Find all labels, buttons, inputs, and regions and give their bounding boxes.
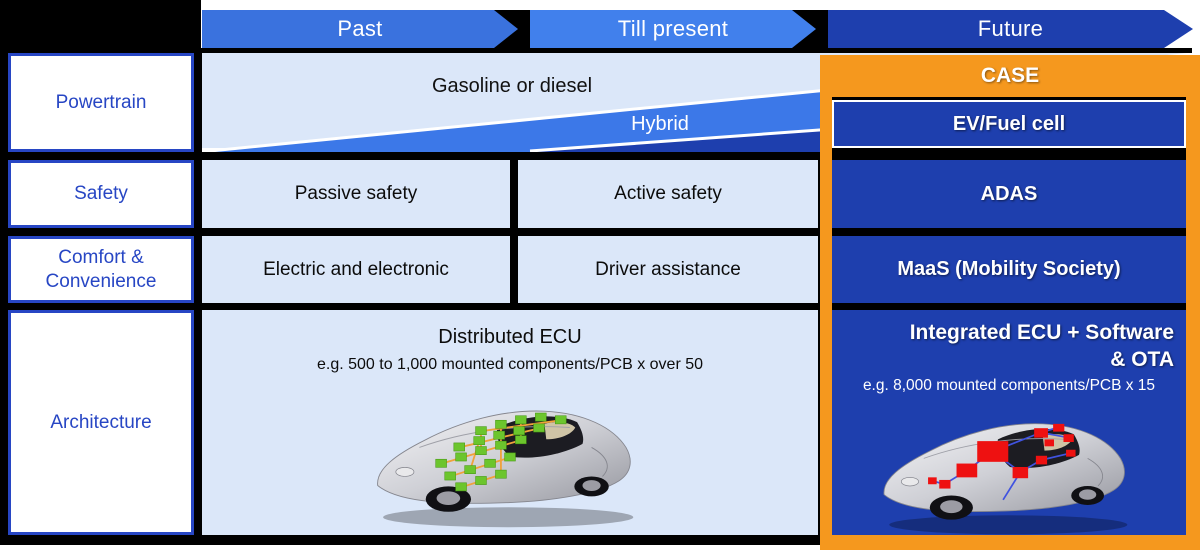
timeline-arrow-past <box>202 10 518 48</box>
powertrain-gasoline-label: Gasoline or diesel <box>431 75 593 97</box>
case-badge: CASE <box>980 64 1040 87</box>
architecture-future-note: e.g. 8,000 mounted components/PCB x 15 <box>862 377 1156 394</box>
architecture-past-note: e.g. 500 to 1,000 mounted components/PCB… <box>316 356 704 373</box>
integrated-ecu-car-illustration <box>883 423 1128 535</box>
row-label-powertrain: Powertrain <box>8 53 194 152</box>
cell-comfort-future: MaaS (Mobility Society) <box>832 236 1186 303</box>
timeline-label-till-present: Till present <box>617 16 729 41</box>
timeline-label-past: Past <box>337 16 383 41</box>
cell-safety-till-present: Active safety <box>518 160 818 228</box>
cell-comfort-till-present: Driver assistance <box>518 236 818 303</box>
timeline-label-future: Future <box>977 16 1044 41</box>
timeline-arrow-future <box>828 10 1193 48</box>
cell-safety-future: ADAS <box>832 160 1186 228</box>
cell-powertrain-future: EV/Fuel cell <box>832 100 1186 148</box>
row-label-comfort: Comfort & Convenience <box>8 236 194 303</box>
architecture-past-title: Distributed ECU <box>438 326 582 348</box>
cell-safety-past: Passive safety <box>202 160 510 228</box>
cell-comfort-past: Electric and electronic <box>202 236 510 303</box>
powertrain-hybrid-label: Hybrid <box>631 113 689 135</box>
row-label-safety: Safety <box>8 160 194 228</box>
row-label-architecture: Architecture <box>8 310 194 535</box>
architecture-future-title-line2: & OTA <box>1110 347 1174 371</box>
architecture-future-title: Integrated ECU + Software & OTA <box>842 320 1174 374</box>
architecture-future-title-line1: Integrated ECU + Software <box>909 321 1174 344</box>
timeline-arrow-till-present <box>530 10 816 48</box>
timeline-header <box>202 10 1193 48</box>
distributed-ecu-car-illustration <box>377 410 634 528</box>
